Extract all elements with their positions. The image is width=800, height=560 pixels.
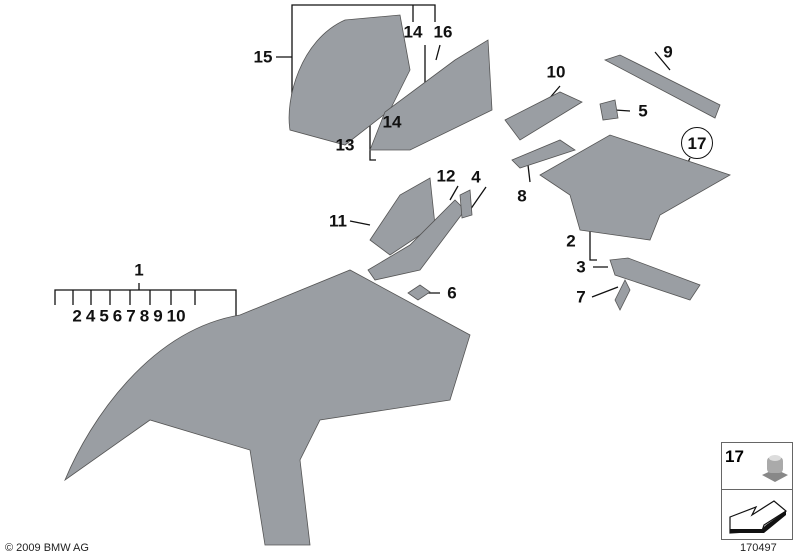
legend-box: 17: [721, 442, 793, 540]
label-5: 5: [638, 101, 648, 121]
label-3: 3: [576, 257, 586, 277]
sublabel: 9: [153, 306, 163, 326]
label-14-lower: 14: [382, 112, 402, 132]
label-1: 1: [134, 260, 144, 280]
part-8: [511, 139, 576, 169]
bracket-15-14-16: [291, 4, 436, 120]
label-2: 2: [566, 231, 576, 251]
nut-icon: [762, 455, 788, 482]
group-1-sublabels: 2 4 5 6 7 8 9 10: [72, 308, 185, 325]
image-number: 170497: [740, 542, 777, 554]
sublabel: 5: [99, 306, 109, 326]
legend-divider: [722, 489, 792, 490]
trunk-floor-17: [539, 134, 731, 241]
label-10: 10: [546, 62, 566, 82]
sublabel: 4: [85, 306, 96, 326]
bracket-1: [54, 283, 237, 320]
floor-assembly-1: [64, 269, 471, 546]
label-15: 15: [253, 47, 273, 67]
crossmember-9: [603, 54, 721, 119]
arrow-icon: [729, 500, 788, 534]
bracket-3: [609, 257, 701, 301]
label-7: 7: [576, 287, 586, 307]
label-9: 9: [663, 42, 673, 62]
sublabel: 10: [166, 306, 186, 326]
label-17-circled: 17: [681, 127, 713, 159]
label-12: 12: [436, 166, 456, 186]
bracket-7: [614, 279, 631, 311]
label-16: 16: [433, 22, 453, 42]
copyright: © 2009 BMW AG: [5, 542, 89, 554]
legend-part-number: 17: [725, 447, 744, 466]
bracket-4: [459, 189, 473, 219]
label-4: 4: [471, 167, 481, 187]
label-11: 11: [329, 211, 347, 231]
wheel-arch-part: [288, 14, 411, 146]
rail-10: [504, 91, 583, 141]
sublabel: 7: [126, 306, 136, 326]
bracket-5: [599, 99, 619, 121]
side-panel-part: [369, 39, 493, 151]
sublabel: 2: [72, 306, 82, 326]
label-13: 13: [335, 135, 355, 155]
sublabel: 8: [139, 306, 150, 326]
sublabel: 6: [112, 306, 123, 326]
bracket-6: [407, 284, 431, 301]
label-8: 8: [517, 186, 527, 206]
label-14-top: 14: [403, 22, 423, 42]
label-6: 6: [447, 283, 457, 303]
